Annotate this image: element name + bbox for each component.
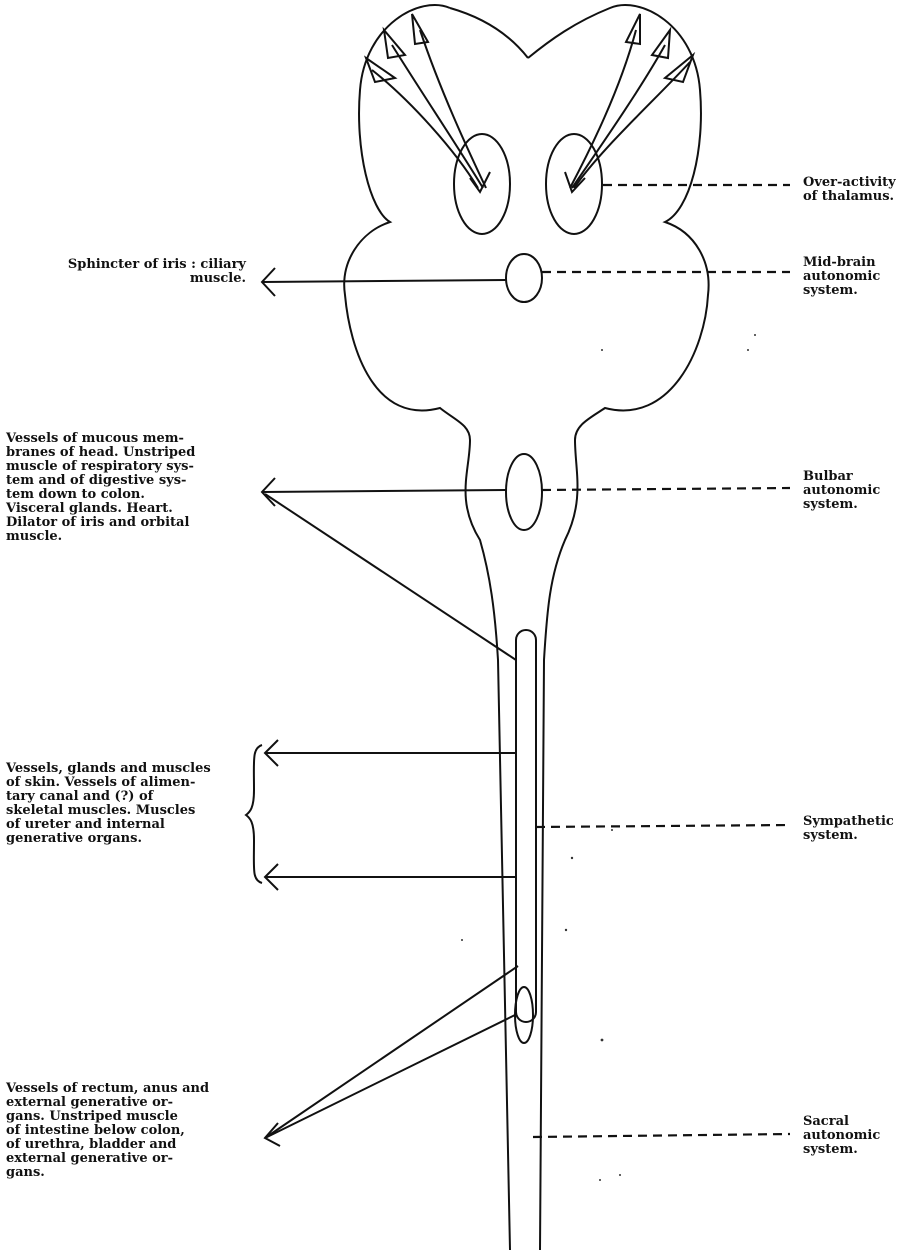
bulbar-dashed-leader <box>542 488 790 490</box>
label-sympathetic-targets: Vessels, glands and muscles of skin. Ves… <box>6 762 244 846</box>
label-sympathetic-system: Sympathetic system. <box>803 815 907 843</box>
sympathetic-column <box>516 630 536 1022</box>
cortical-fiber <box>420 30 486 188</box>
cortical-cell <box>384 30 405 58</box>
sympathetic-dashed-leader <box>536 825 790 827</box>
brain-outline-right <box>528 5 709 1250</box>
label-bulbar-autonomic-system: Bulbar autonomic system. <box>803 470 907 512</box>
sympathetic-to-sacral-targets <box>265 966 518 1138</box>
label-sacral-autonomic-system: Sacral autonomic system. <box>803 1115 907 1157</box>
sacral-efferent-line <box>265 1015 515 1138</box>
label-midbrain-autonomic-system: Mid-brain autonomic system. <box>803 256 907 298</box>
bulbar-nucleus <box>506 454 542 530</box>
sympathetic-brace <box>246 745 262 883</box>
brain-top-notch <box>450 8 528 58</box>
cortical-cell <box>665 55 693 82</box>
sacral-nucleus <box>515 987 533 1043</box>
cortical-cell <box>412 14 428 44</box>
cortical-fiber <box>574 62 690 188</box>
cortical-fiber <box>372 70 478 188</box>
bulbar-efferent-line <box>262 490 506 492</box>
midbrain-efferent-line <box>262 280 506 282</box>
midbrain-nucleus <box>506 254 542 302</box>
cortical-fiber <box>572 45 665 188</box>
left-thalamus <box>454 134 510 234</box>
cortical-fiber <box>392 45 483 188</box>
cortical-cell <box>366 58 395 82</box>
label-bulbar-targets: Vessels of mucous mem- branes of head. U… <box>6 432 248 544</box>
label-sacral-targets: Vessels of rectum, anus and external gen… <box>6 1082 248 1180</box>
label-overactivity-of-thalamus: Over-activity of thalamus. <box>803 176 907 204</box>
brain-outline <box>344 5 510 1250</box>
sacral-dashed-leader <box>533 1134 790 1137</box>
sympathetic-to-bulbar-targets <box>265 494 516 660</box>
label-sphincter-of-iris: Sphincter of iris : ciliary muscle. <box>34 258 246 286</box>
